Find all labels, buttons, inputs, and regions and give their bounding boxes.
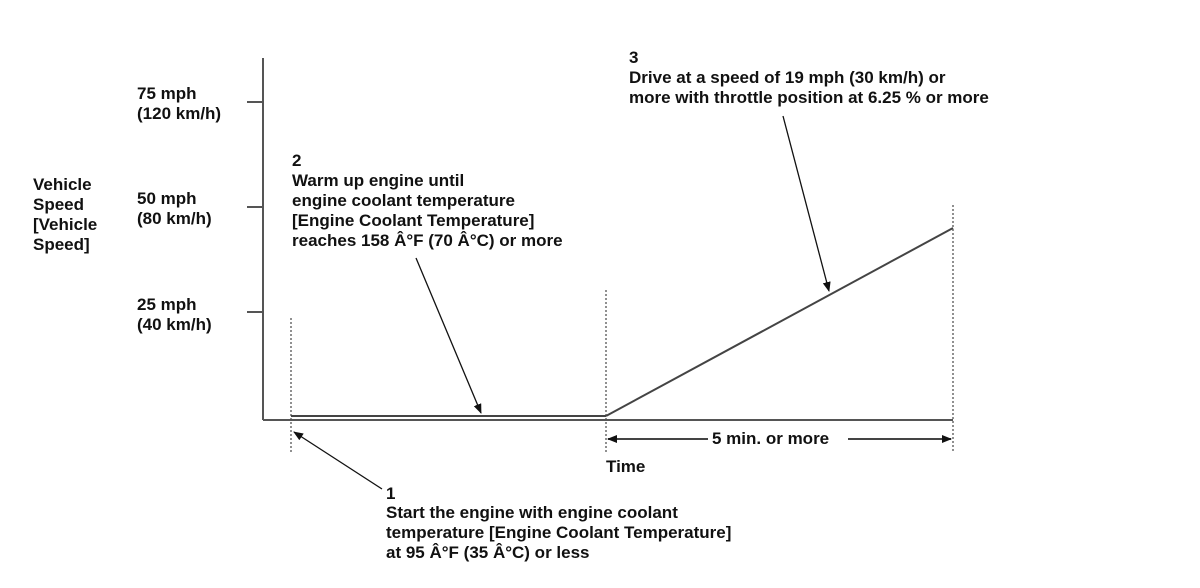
step-text-line: Drive at a speed of 19 mph (30 km/h) or: [629, 68, 946, 87]
step-2-number: 2: [292, 151, 301, 170]
step-3-text: Drive at a speed of 19 mph (30 km/h) or …: [629, 68, 989, 107]
step-3-pointer: [782, 115, 831, 292]
x-axis-label: Time: [606, 457, 645, 476]
step-text-line: reaches 158 Â°F (70 Â°C) or more: [292, 231, 563, 250]
y-axis-title-line: [Vehicle: [33, 215, 97, 234]
step-text-line: more with throttle position at 6.25 % or…: [629, 88, 989, 107]
step-1-text: Start the engine with engine coolant tem…: [386, 503, 736, 562]
y-axis-title-line: Speed]: [33, 235, 90, 254]
y-axis-title-line: Vehicle: [33, 175, 92, 194]
step-1-number: 1: [386, 484, 395, 503]
tick-label-line: 25 mph: [137, 295, 197, 314]
y-tick-label-75-mph: 75 mph (120 km/h): [137, 84, 221, 123]
tick-label-line: (40 km/h): [137, 315, 212, 334]
step-2-pointer: [415, 257, 482, 414]
speed-profile-acceleration: [605, 227, 954, 417]
step-2-text: Warm up engine until engine coolant temp…: [292, 171, 563, 250]
y-axis-title: Vehicle Speed [Vehicle Speed]: [33, 175, 102, 254]
tick-label-line: (80 km/h): [137, 209, 212, 228]
step-text-line: temperature [Engine Coolant Temperature]: [386, 523, 731, 542]
tick-label-line: 75 mph: [137, 84, 197, 103]
step-text-line: [Engine Coolant Temperature]: [292, 211, 534, 230]
tick-label-line: (120 km/h): [137, 104, 221, 123]
step-text-line: Warm up engine until: [292, 171, 464, 190]
y-tick-label-50-mph: 50 mph (80 km/h): [137, 189, 212, 228]
tick-label-line: 50 mph: [137, 189, 197, 208]
step-text-line: engine coolant temperature: [292, 191, 515, 210]
step-text-line: at 95 Â°F (35 Â°C) or less: [386, 543, 590, 562]
duration-label: 5 min. or more: [712, 429, 829, 448]
y-axis-title-line: Speed: [33, 195, 84, 214]
y-tick-label-25-mph: 25 mph (40 km/h): [137, 295, 212, 334]
step-3-number: 3: [629, 48, 638, 67]
step-1-pointer: [293, 431, 383, 490]
step-text-line: Start the engine with engine coolant: [386, 503, 678, 522]
